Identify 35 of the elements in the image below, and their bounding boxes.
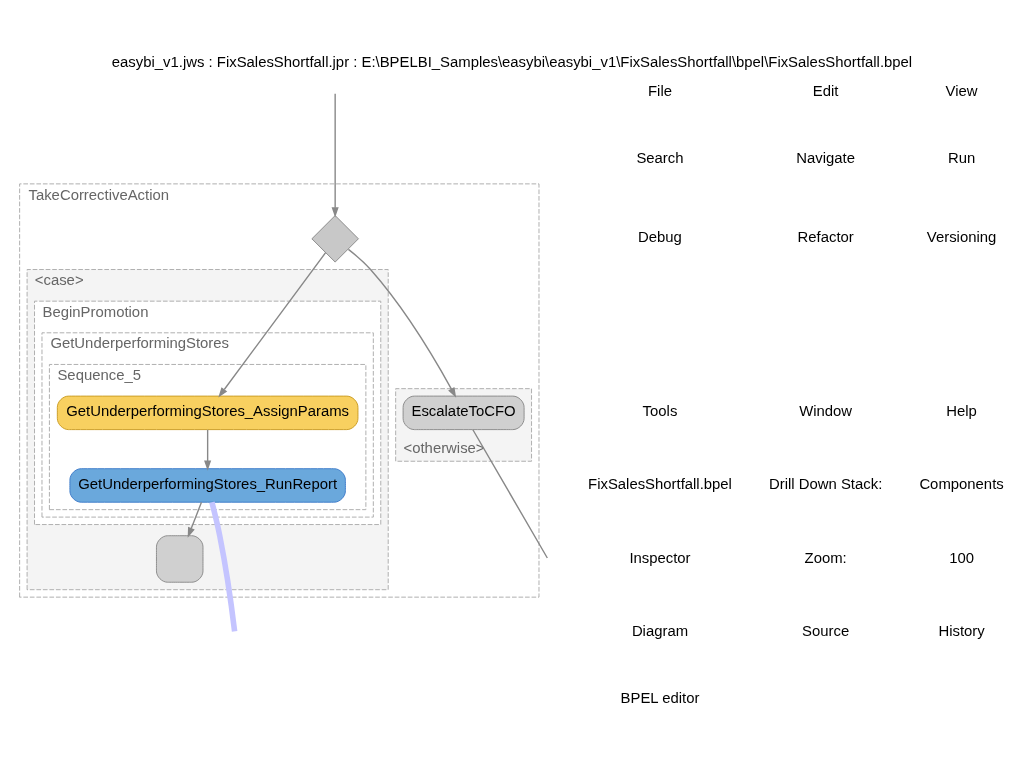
label: Inspector — [629, 549, 691, 566]
label: Zoom: — [804, 549, 847, 566]
connector — [209, 501, 238, 632]
label: Navigate — [796, 150, 856, 167]
label: Run — [947, 150, 976, 167]
label: Window — [799, 403, 853, 420]
arrow — [204, 429, 212, 471]
arrow — [187, 501, 203, 538]
node-diamond — [311, 215, 359, 263]
arrow — [331, 93, 339, 218]
diagram-title: easybi_v1.jws : FixSalesShortfall.jpr : E:\BPELBI_Samples\easybi\easybi_v1\FixSalesShortfall\bpel\FixSalesShortfall.bpel — [111, 54, 913, 71]
label: View — [945, 83, 978, 100]
arrow — [347, 248, 457, 398]
label: Debug — [638, 229, 682, 246]
label: Refactor — [797, 229, 854, 246]
node-box: EscalateToCFO — [402, 395, 525, 431]
label: Diagram — [631, 623, 689, 640]
label: Versioning — [926, 229, 997, 246]
label: Search — [636, 150, 684, 167]
label: Source — [802, 623, 850, 640]
label: Tools — [642, 403, 678, 420]
label: File — [648, 83, 672, 100]
label: History — [938, 623, 985, 640]
label: Help — [946, 403, 977, 420]
node-box: GetUnderperformingStores_AssignParams — [56, 395, 359, 431]
label: Drill Down Stack: — [769, 475, 883, 492]
label: BPEL editor — [620, 690, 700, 707]
label: 100 — [949, 549, 974, 566]
node-box: GetUnderperformingStores_RunReport — [69, 468, 346, 503]
node-box — [156, 535, 204, 583]
label: Components — [919, 475, 1004, 492]
label: Edit — [812, 83, 839, 100]
arrow — [218, 252, 327, 398]
label: FixSalesShortfall.bpel — [588, 475, 732, 492]
connector — [472, 429, 549, 559]
